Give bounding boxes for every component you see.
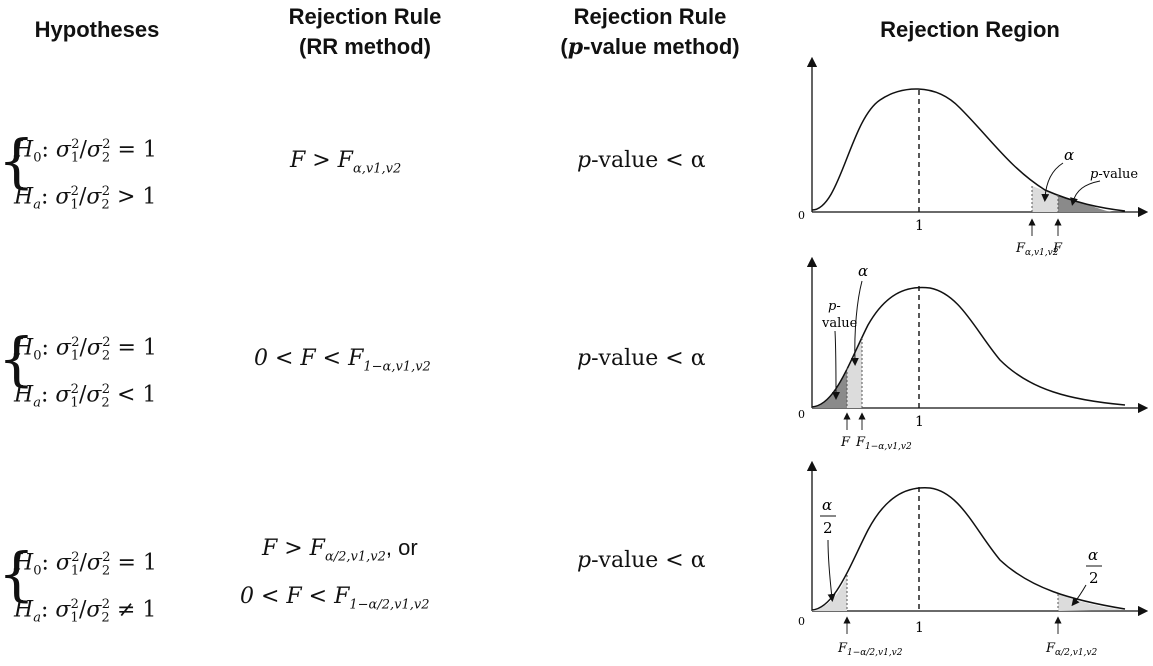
header-pvalue-method: Rejection Rule (p-value method)	[530, 2, 770, 62]
plot1-curve	[811, 88, 1126, 212]
row3-ha-rel: ≠ 1	[116, 597, 157, 623]
header-region-text: Rejection Region	[880, 17, 1060, 42]
plot2-pvalue-arrow	[831, 330, 840, 400]
header-hypotheses: Hypotheses	[22, 15, 172, 45]
plot2-pvalue-region	[812, 368, 847, 408]
row3-pv-p: p	[577, 548, 592, 573]
plot3-left-crit-label: F1−α/2,v1,v2	[837, 641, 903, 658]
plot1-F-label: F	[1052, 241, 1063, 256]
row3-rr-line1-tail: , or	[385, 535, 418, 560]
row3-rr-line2-sub: 1−α/2,v1,v2	[349, 597, 430, 613]
row2-pv-rest: -value < α	[591, 346, 706, 371]
plot1-alpha-label: α	[1064, 146, 1074, 164]
plot2-zero: 0	[798, 408, 805, 421]
plot3-zero: 0	[798, 615, 805, 628]
plot2-one: 1	[915, 414, 924, 430]
plot2-crit-label: F1−α,v1,v2	[855, 435, 912, 452]
row1-pv-p: p	[577, 148, 592, 173]
row3-brace: {	[0, 540, 35, 608]
row3-hypotheses: H0: σ12/σ22 = 1 Ha: σ12/σ22 ≠ 1	[14, 541, 157, 634]
row1-rr-rule: F > Fα,v1,v2	[290, 148, 401, 176]
row2-hypotheses: H0: σ12/σ22 = 1 Ha: σ12/σ22 < 1	[14, 326, 157, 419]
plot2-F-label: F	[840, 435, 851, 450]
header-pv-rest: -value method)	[583, 34, 740, 59]
plot-two-tail: 0 1 α 2 α 2 F1−α/2,v1,v2 Fα/2,v1,v2	[798, 460, 1149, 658]
plot1-pvalue-arrow	[1070, 180, 1101, 206]
row1-ha: Ha: σ12/σ22 > 1	[14, 183, 157, 213]
plot1-alpha-region	[1032, 186, 1058, 212]
plot3-right-two: 2	[1089, 569, 1099, 587]
row3-pv-rule: p-value < α	[577, 548, 706, 573]
row2-brace: {	[0, 325, 35, 393]
header-pv-p: p	[567, 34, 584, 60]
row2-pv-p: p	[577, 346, 592, 371]
row3-rr-line2: 0 < F < F1−α/2,v1,v2	[240, 577, 500, 625]
row2-h0-rel: = 1	[117, 335, 157, 361]
plot3-right-crit-label: Fα/2,v1,v2	[1045, 641, 1097, 658]
plot2-curve	[811, 286, 1126, 408]
header-pv-line1: Rejection Rule	[573, 4, 727, 29]
header-rejection-region: Rejection Region	[860, 15, 1080, 45]
row3-ha: Ha: σ12/σ22 ≠ 1	[14, 596, 157, 626]
plot3-left-region	[812, 575, 847, 611]
row3-pv-rest: -value < α	[591, 548, 706, 573]
row3-rr-rule: F > Fα/2,v1,v2, or 0 < F < F1−α/2,v1,v2	[240, 528, 500, 626]
plot1-pvalue-label: p-value	[1090, 167, 1138, 182]
header-rr-method: Rejection Rule (RR method)	[250, 2, 480, 62]
row1-h0-rel: = 1	[117, 137, 157, 163]
header-rr-line2: (RR method)	[299, 34, 431, 59]
plot-left-tail: 0 1 α p- value F F1−α,v1,v2	[798, 256, 1149, 452]
plot3-left-alpha: α	[822, 496, 832, 514]
header-pv-line2: (p-value method)	[560, 34, 740, 60]
plot3-right-region	[1058, 594, 1125, 611]
plot2-pvalue-label2: value	[821, 316, 858, 331]
plot3-curve	[811, 487, 1126, 611]
row1-pv-rest: -value < α	[591, 148, 706, 173]
plot1-pvalue-region	[1058, 195, 1112, 212]
plot3-left-arrow	[827, 539, 836, 602]
header-hypotheses-text: Hypotheses	[34, 17, 160, 42]
plot1-crit-label: Fα,v1,v2	[1015, 241, 1059, 258]
plot2-alpha-arrow	[850, 280, 863, 366]
row3-rr-line1: F > Fα/2,v1,v2, or	[240, 528, 500, 577]
plot2-alpha-region	[847, 338, 862, 408]
row1-hypotheses: H0: σ12/σ22 = 1 Ha: σ12/σ22 > 1	[14, 128, 157, 221]
row1-rr-sub: α,v1,v2	[352, 161, 402, 177]
plot1-alpha-arrow	[1041, 162, 1064, 202]
row2-ha-rel: < 1	[116, 382, 157, 408]
plot3-right-arrow	[1071, 584, 1087, 607]
plot3-left-two: 2	[823, 519, 833, 537]
plot-right-tail: 0 1 α p-value Fα,v1,v2 F	[798, 56, 1149, 258]
row3-h0-rel: = 1	[117, 550, 157, 576]
plot3-one: 1	[915, 620, 924, 636]
row1-ha-rel: > 1	[116, 184, 157, 210]
row2-rr-rule: 0 < F < F1−α,v1,v2	[254, 346, 431, 374]
plot2-alpha-label: α	[858, 262, 868, 280]
header-rr-line1: Rejection Rule	[288, 4, 442, 29]
row3-rr-line1-sub: α/2,v1,v2	[324, 549, 386, 565]
row1-pv-rule: p-value < α	[577, 148, 706, 173]
row2-ha: Ha: σ12/σ22 < 1	[14, 381, 157, 411]
plot2-pvalue-label1: p-	[828, 299, 841, 314]
plot1-one: 1	[915, 218, 924, 234]
plot1-zero: 0	[798, 209, 805, 222]
row2-h0: H0: σ12/σ22 = 1	[14, 335, 157, 364]
row1-brace: {	[0, 127, 35, 195]
row2-rr-text: 0 < F < F	[254, 346, 364, 371]
row3-h0: H0: σ12/σ22 = 1	[14, 550, 157, 579]
row2-pv-rule: p-value < α	[577, 346, 706, 371]
row3-rr-line2-text: 0 < F < F	[240, 584, 350, 610]
row3-rr-line1-text: F > F	[262, 536, 325, 561]
plot3-right-alpha: α	[1088, 546, 1098, 564]
row1-h0: H0: σ12/σ22 = 1	[14, 137, 157, 166]
row1-rr-text: F > F	[290, 148, 353, 173]
row2-rr-sub: 1−α,v1,v2	[363, 359, 431, 375]
